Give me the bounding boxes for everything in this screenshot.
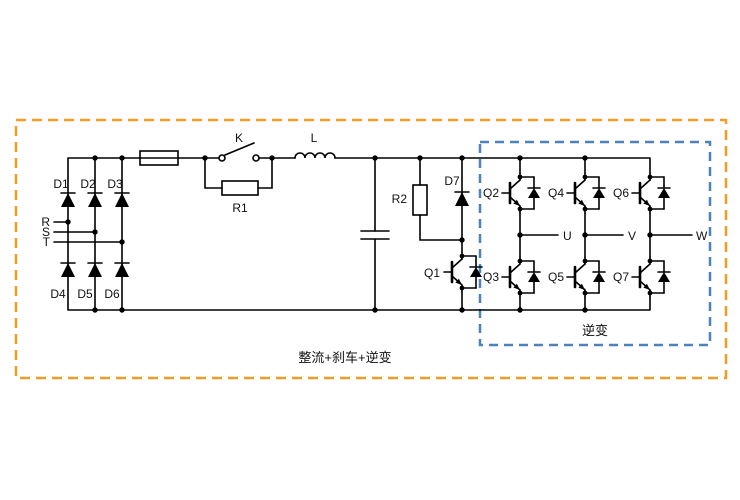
diode-d7	[454, 191, 470, 207]
diode-d6	[114, 262, 130, 278]
output-v-label: V	[628, 229, 636, 243]
resistor-r1	[221, 180, 259, 196]
junction-dots	[65, 155, 653, 313]
output-w-label: W	[696, 229, 708, 243]
resistor-r2-label: R2	[392, 192, 408, 206]
fuse	[139, 150, 179, 166]
igbt-q4-label: Q4	[548, 186, 564, 200]
inductor-l-label: L	[311, 131, 318, 145]
phase-s-label: S	[42, 225, 50, 239]
phase-t-label: T	[43, 235, 51, 249]
diode-d4	[60, 262, 76, 278]
diode-d3-label: D3	[107, 177, 123, 191]
diode-d2-label: D2	[80, 177, 96, 191]
inverter-boundary	[478, 140, 712, 347]
dc-capacitor	[360, 230, 390, 240]
igbt-q5	[565, 255, 607, 299]
igbt-q4	[565, 171, 607, 215]
igbt-q3-label: Q3	[483, 270, 499, 284]
igbt-q1	[442, 250, 484, 294]
output-u-label: U	[563, 229, 572, 243]
wire-network	[53, 157, 693, 311]
igbt-q1-label: Q1	[424, 266, 440, 280]
igbt-q5-label: Q5	[548, 270, 564, 284]
inverter-section-label: 逆变	[582, 323, 608, 338]
diode-d3	[114, 192, 130, 208]
igbt-q3	[500, 255, 542, 299]
switch-k-label: K	[235, 131, 243, 145]
phase-r-label: R	[41, 215, 50, 229]
diode-d1	[60, 192, 76, 208]
igbt-q2-label: Q2	[483, 186, 499, 200]
diode-d6-label: D6	[104, 287, 120, 301]
circuit	[53, 142, 693, 313]
diagram-title: 整流+刹车+逆变	[298, 350, 391, 365]
switch-k	[218, 142, 260, 162]
resistor-r1-label: R1	[232, 201, 248, 215]
labels: R S T D1 D2 D3 D4 D5 D6 K L R1 R2 D7 Q1 …	[41, 131, 708, 365]
resistor-r2	[412, 184, 428, 216]
diode-d1-label: D1	[53, 177, 69, 191]
diode-d5	[87, 262, 103, 278]
diode-d7-label: D7	[444, 174, 460, 188]
igbt-q7-label: Q7	[613, 270, 629, 284]
diode-d2	[87, 192, 103, 208]
diode-d4-label: D4	[50, 287, 66, 301]
outer-boundary	[14, 118, 728, 380]
igbt-q7	[630, 255, 672, 299]
igbt-q2	[500, 171, 542, 215]
igbt-q6-label: Q6	[613, 186, 629, 200]
igbt-q6	[630, 171, 672, 215]
diode-d5-label: D5	[77, 287, 93, 301]
inductor-l	[294, 152, 336, 159]
